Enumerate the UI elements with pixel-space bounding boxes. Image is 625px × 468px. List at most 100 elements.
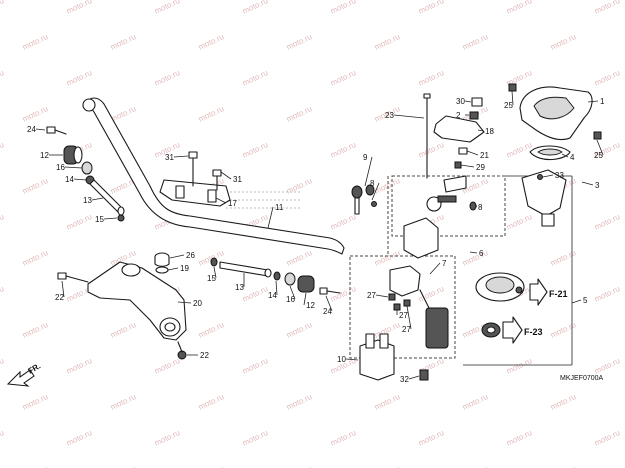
leader-line-c19	[167, 267, 179, 271]
watermark-text: moto.ru	[241, 140, 269, 160]
callout-c2: 2	[456, 111, 461, 120]
watermark-text: moto.ru	[373, 248, 401, 268]
watermark-text: moto.ru	[109, 320, 137, 340]
watermark-text: moto.ru	[593, 212, 621, 232]
handlebar-weight-12-right	[297, 275, 315, 293]
reference-arrow-f21	[529, 278, 548, 306]
watermark-text: moto.ru	[505, 0, 533, 16]
callout-c26: 26	[186, 251, 195, 260]
callout-c32: 32	[400, 375, 409, 384]
watermark-text: moto.ru	[505, 140, 533, 160]
leader-line-c17	[215, 197, 227, 204]
watermark-text: moto.ru	[0, 356, 5, 376]
leader-line-c27a	[375, 294, 389, 298]
leader-line-c22a	[61, 280, 65, 298]
weight-shaft-13-left	[89, 179, 125, 216]
callout-c19: 19	[180, 264, 189, 273]
clip-33	[537, 174, 543, 180]
callout-c8a: 8	[370, 179, 375, 188]
leader-line-c24a	[35, 128, 46, 131]
watermark-text: moto.ru	[549, 320, 577, 340]
watermark-text: moto.ru	[549, 392, 577, 412]
watermark-text: moto.ru	[65, 68, 93, 88]
callout-c27a: 27	[367, 291, 376, 300]
leader-line-c31a	[173, 155, 189, 158]
leader-line-c33	[542, 174, 554, 178]
leader-line-c29	[460, 164, 475, 168]
watermark-text: moto.ru	[21, 32, 49, 52]
leader-line-c7	[429, 262, 441, 275]
ref-f23-label: F-23	[524, 327, 543, 337]
watermark-text: moto.ru	[241, 428, 269, 448]
watermark-text: moto.ru	[21, 392, 49, 412]
watermark-text: moto.ru	[65, 356, 93, 376]
callout-c22b: 22	[200, 351, 209, 360]
watermark-text: moto.ru	[373, 392, 401, 412]
watermark-text: moto.ru	[197, 32, 225, 52]
fuel-cap-5	[475, 272, 525, 302]
leader-line-c10	[345, 358, 359, 361]
leader-line-c15a	[103, 217, 118, 220]
watermark-text: moto.ru	[21, 248, 49, 268]
leader-line-c31b	[220, 171, 232, 180]
watermark-text: moto.ru	[593, 68, 621, 88]
watermark-text: moto.ru	[197, 320, 225, 340]
callout-c24b: 24	[323, 307, 332, 316]
leader-line-c9	[364, 156, 373, 187]
callout-c12b: 12	[306, 301, 315, 310]
watermark-text: moto.ru	[329, 140, 357, 160]
leader-line-c24b	[325, 295, 333, 312]
callout-c8b: 8	[478, 203, 483, 212]
leader-line-c27c	[406, 305, 412, 330]
watermark-text: moto.ru	[593, 428, 621, 448]
nut-15-right	[210, 257, 218, 267]
leader-line-c11	[267, 206, 274, 229]
ref-f21-label: F-21	[549, 289, 568, 299]
watermark-text: moto.ru	[505, 212, 533, 232]
callout-c25a: 25	[504, 101, 513, 110]
leader-line-c6	[469, 251, 478, 254]
watermark-text: moto.ru	[505, 356, 533, 376]
seal-ring-4	[529, 145, 571, 161]
callout-c18: 18	[485, 127, 494, 136]
callout-c13a: 13	[83, 196, 92, 205]
watermark-text: moto.ru	[329, 284, 357, 304]
leader-line-c16a	[64, 166, 83, 169]
leader-line-c14b	[275, 280, 278, 296]
top-cover-1	[519, 86, 593, 141]
watermark-text: moto.ru	[373, 464, 401, 468]
callout-c15b: 15	[207, 274, 216, 283]
seat-lock-7	[389, 265, 449, 349]
callout-c25b: 25	[594, 151, 603, 160]
leader-line-c18	[477, 129, 484, 132]
watermark-text: moto.ru	[197, 392, 225, 412]
leader-line-c13a	[91, 197, 104, 201]
leader-line-c3	[581, 181, 594, 186]
watermark-text: moto.ru	[549, 464, 577, 468]
watermark-text: moto.ru	[0, 428, 5, 448]
leader-line-c25a	[511, 90, 514, 106]
callout-c27c: 27	[402, 325, 411, 334]
leader-line-c1	[587, 100, 599, 103]
watermark-text: moto.ru	[21, 464, 49, 468]
watermark-text: moto.ru	[461, 32, 489, 52]
weight-shaft-13-right	[219, 261, 272, 278]
ignition-switch-6	[403, 175, 467, 259]
callout-c22a: 22	[55, 293, 64, 302]
box-6-outline	[391, 175, 506, 237]
bolt-24-left	[46, 126, 67, 135]
watermark-text: moto.ru	[329, 428, 357, 448]
callout-c6: 6	[479, 249, 484, 258]
callout-c4: 4	[570, 153, 575, 162]
watermark-text: moto.ru	[153, 428, 181, 448]
leader-line-c15b	[213, 266, 217, 279]
watermark-text: moto.ru	[153, 356, 181, 376]
leader-line-c14a	[73, 178, 87, 181]
upper-holder-17	[159, 179, 231, 207]
bracket-18	[433, 115, 485, 143]
bolt-31-a	[188, 151, 198, 187]
callout-c7: 7	[442, 259, 447, 268]
